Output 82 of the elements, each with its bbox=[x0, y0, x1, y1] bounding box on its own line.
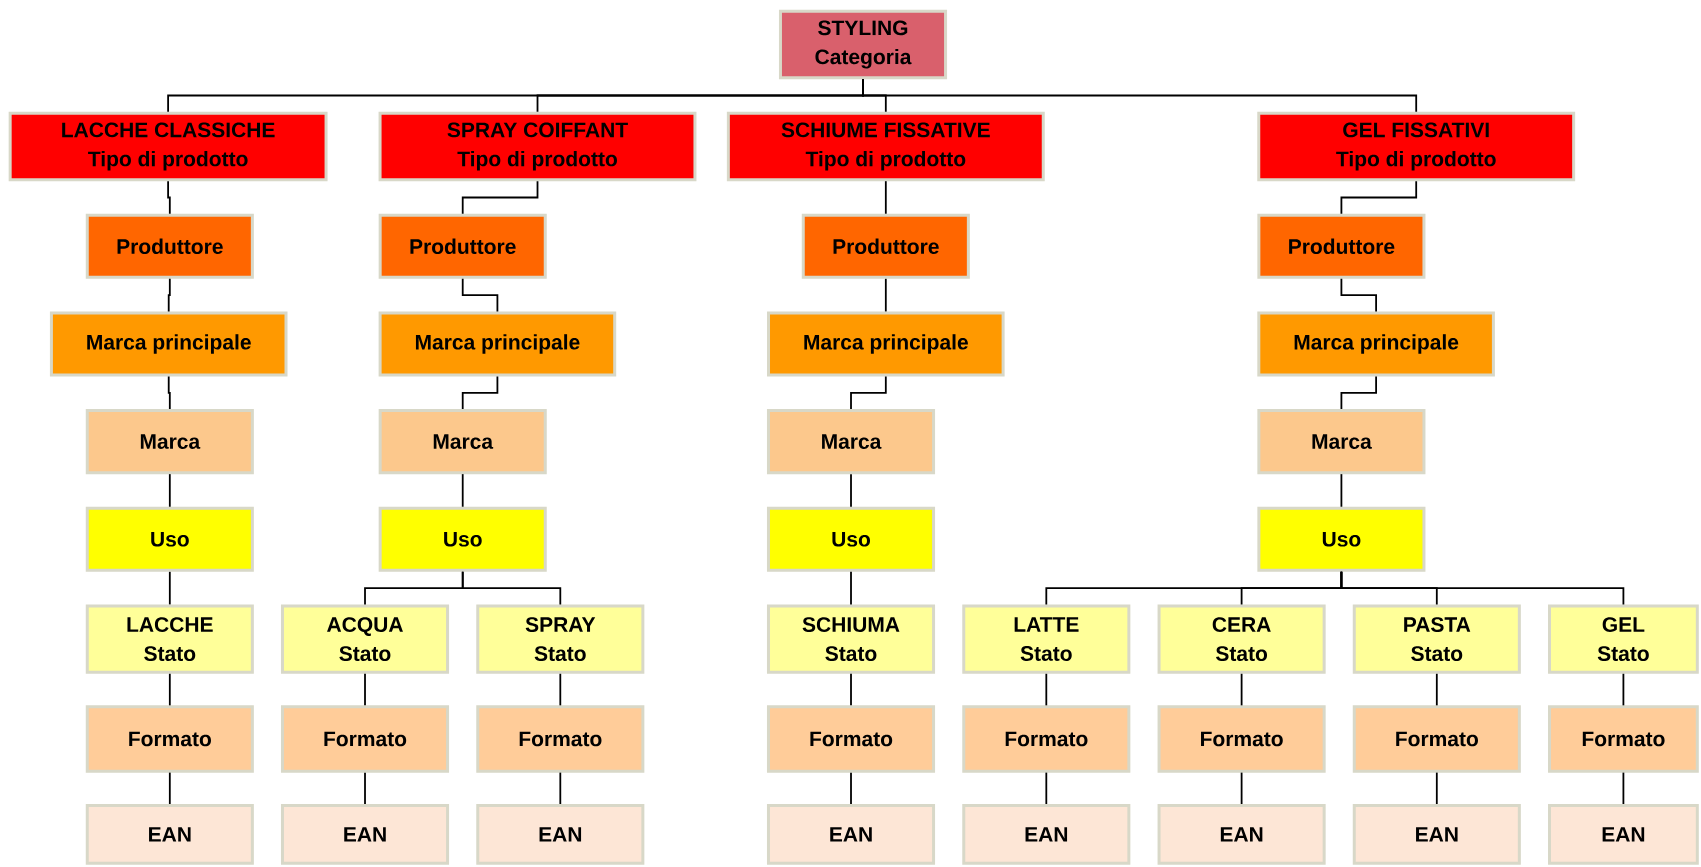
level-box: SPRAY Stato bbox=[476, 604, 645, 674]
connector-line bbox=[850, 375, 887, 410]
level-box: Formato bbox=[1548, 705, 1699, 773]
level-box: Produttore bbox=[801, 213, 970, 279]
level-box: Marca principale bbox=[1257, 311, 1495, 377]
connector-line bbox=[1340, 375, 1377, 410]
level-box: Produttore bbox=[1257, 213, 1426, 279]
connector-line bbox=[559, 771, 562, 805]
level-box: Marca bbox=[85, 409, 254, 475]
connector-line bbox=[461, 473, 464, 508]
level-box: Marca principale bbox=[49, 311, 288, 377]
level-box: Marca bbox=[766, 409, 936, 475]
connector-line bbox=[850, 570, 852, 606]
connector-line bbox=[1340, 473, 1343, 508]
level-box: SCHIUMA Stato bbox=[766, 604, 936, 674]
level-box: EAN bbox=[1352, 804, 1521, 865]
category-box: STYLING Categoria bbox=[778, 9, 948, 80]
connector-line bbox=[167, 78, 864, 113]
level-box: LATTE Stato bbox=[962, 604, 1131, 674]
connector-line bbox=[461, 375, 499, 410]
connector-line bbox=[1340, 277, 1377, 313]
connector-line bbox=[461, 277, 499, 313]
connector-line bbox=[1240, 672, 1243, 707]
level-box: Marca bbox=[378, 409, 547, 475]
connector-line bbox=[1622, 672, 1625, 707]
level-box: CERA Stato bbox=[1157, 604, 1326, 674]
level-box: ACQUA Stato bbox=[280, 604, 450, 674]
level-box: Formato bbox=[962, 705, 1131, 773]
product-type-box: GEL FISSATIVI Tipo di prodotto bbox=[1257, 111, 1576, 182]
connector-line bbox=[167, 277, 171, 313]
connector-line bbox=[461, 180, 539, 215]
level-box: GEL Stato bbox=[1548, 604, 1699, 674]
connector-line bbox=[559, 672, 562, 707]
connector-line bbox=[1045, 672, 1048, 707]
product-type-box: SCHIUME FISSATIVE Tipo di prodotto bbox=[726, 111, 1045, 182]
level-box: Uso bbox=[1257, 506, 1426, 572]
level-box: Marca principale bbox=[767, 311, 1005, 377]
connector-line bbox=[168, 771, 171, 805]
connector-line bbox=[850, 771, 852, 805]
connector-line bbox=[1340, 180, 1418, 215]
connector-line bbox=[850, 672, 852, 707]
level-box: Formato bbox=[1157, 705, 1326, 773]
connector-line bbox=[884, 180, 887, 215]
connector-line bbox=[167, 180, 171, 215]
level-box: Marca bbox=[1257, 409, 1426, 475]
level-box: EAN bbox=[962, 804, 1131, 865]
level-box: Marca principale bbox=[378, 311, 617, 377]
level-box: PASTA Stato bbox=[1352, 604, 1521, 674]
level-box: EAN bbox=[476, 804, 645, 865]
connector-line bbox=[1240, 771, 1243, 805]
connector-line bbox=[168, 473, 171, 508]
connector-line bbox=[168, 672, 171, 707]
level-box: Formato bbox=[280, 705, 450, 773]
level-box: EAN bbox=[1548, 804, 1699, 865]
level-box: EAN bbox=[280, 804, 450, 865]
connector-line bbox=[364, 672, 366, 707]
connector-line bbox=[364, 771, 366, 805]
level-box: Formato bbox=[85, 705, 254, 773]
product-type-box: SPRAY COIFFANT Tipo di prodotto bbox=[378, 111, 697, 182]
connector-line bbox=[168, 570, 171, 606]
level-box: Produttore bbox=[85, 213, 254, 279]
level-box: EAN bbox=[766, 804, 936, 865]
level-box: Uso bbox=[85, 506, 254, 572]
connector-line bbox=[850, 473, 852, 508]
level-box: LACCHE Stato bbox=[85, 604, 254, 674]
level-box: Formato bbox=[766, 705, 936, 773]
level-box: Produttore bbox=[378, 213, 547, 279]
connector-line bbox=[884, 277, 887, 313]
level-box: Formato bbox=[1352, 705, 1521, 773]
connector-line bbox=[1045, 570, 1343, 606]
connector-line bbox=[1622, 771, 1625, 805]
level-box: Uso bbox=[766, 506, 936, 572]
connector-line bbox=[364, 570, 464, 606]
connector-line bbox=[167, 375, 171, 410]
level-box: Uso bbox=[378, 506, 547, 572]
level-box: EAN bbox=[1157, 804, 1326, 865]
product-type-box: LACCHE CLASSICHE Tipo di prodotto bbox=[8, 111, 328, 182]
level-box: Formato bbox=[476, 705, 645, 773]
connector-line bbox=[1435, 771, 1438, 805]
connector-line bbox=[1435, 672, 1438, 707]
level-box: EAN bbox=[85, 804, 254, 865]
connector-line bbox=[1045, 771, 1048, 805]
